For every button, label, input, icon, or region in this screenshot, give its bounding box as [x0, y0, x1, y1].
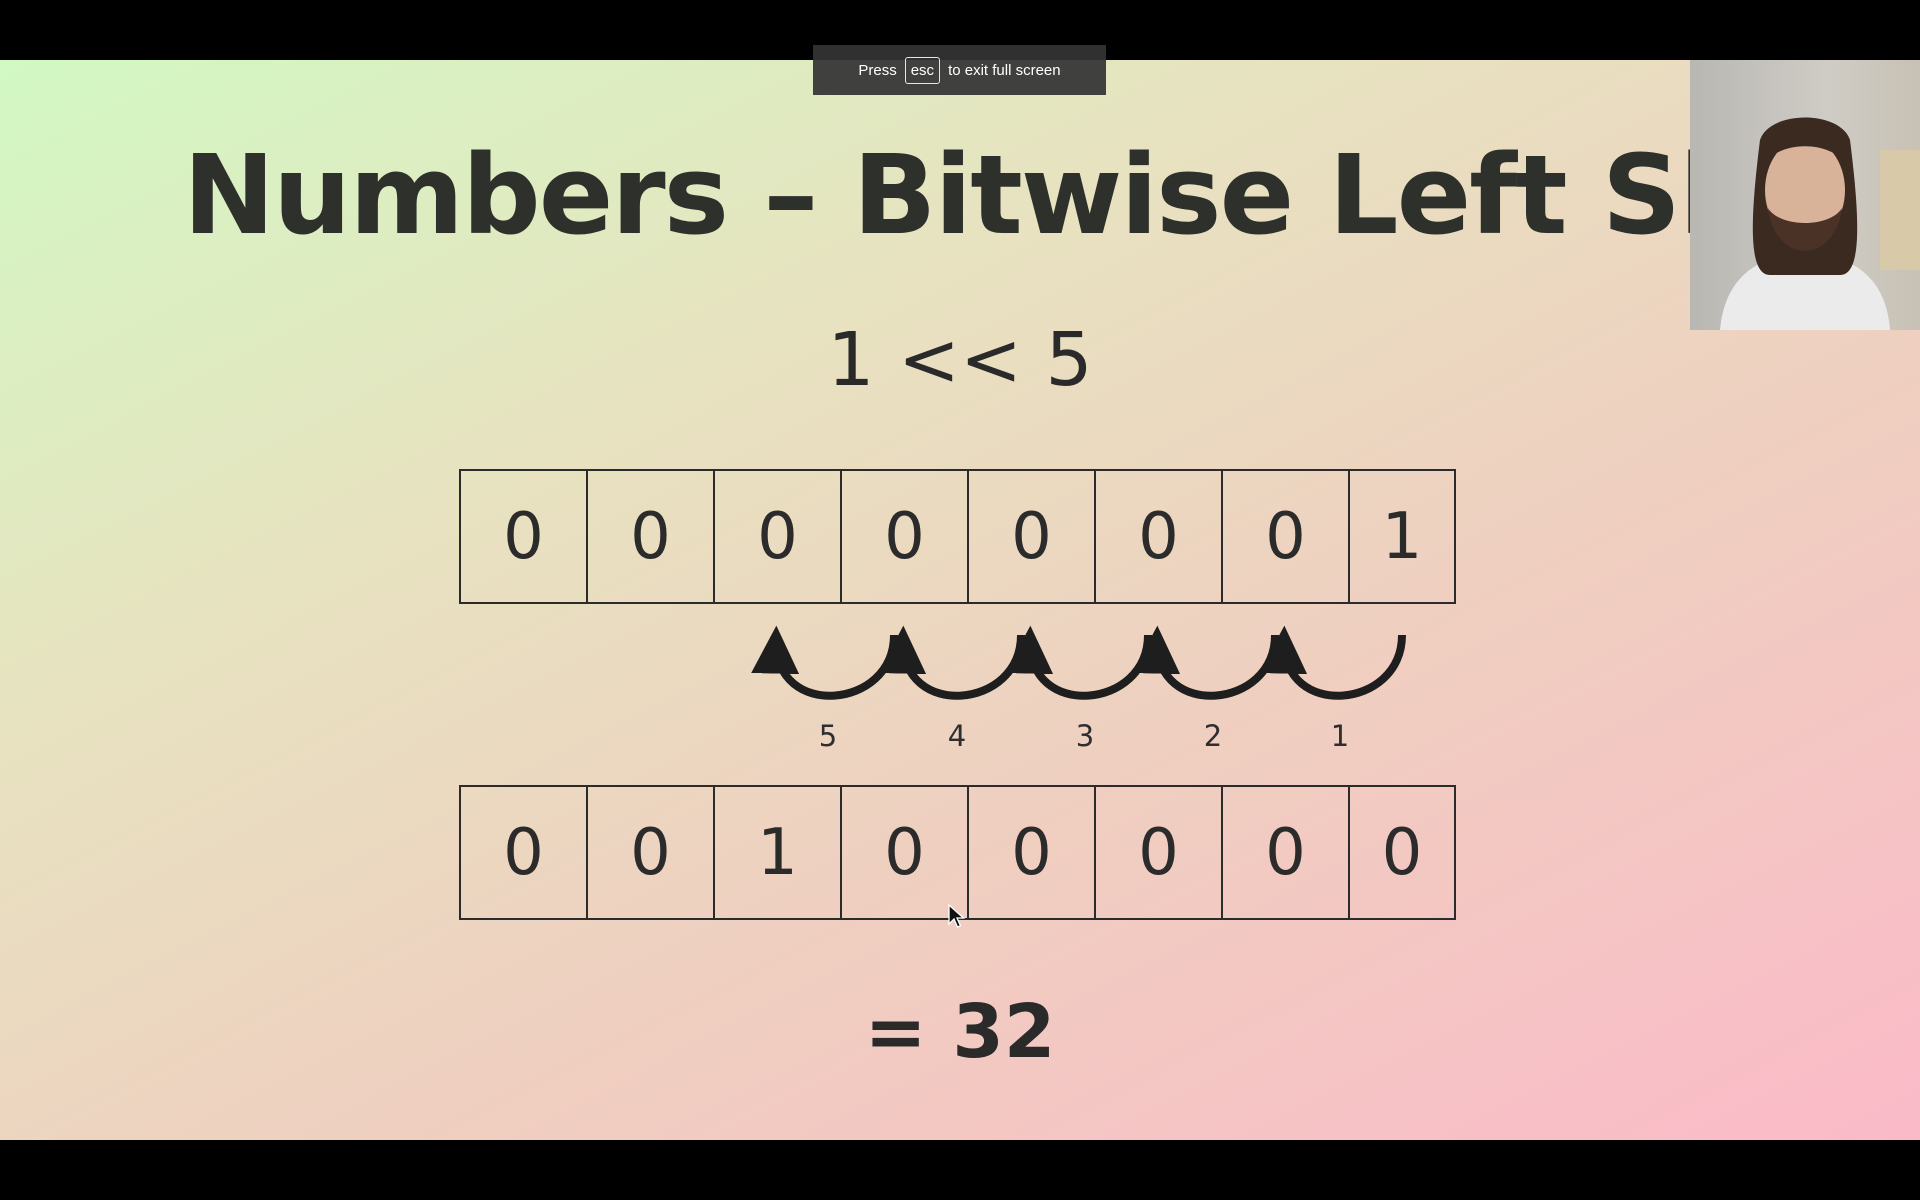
shift-expression: 1 << 5 [827, 317, 1093, 403]
shift-arrow [878, 625, 1025, 700]
mouse-pointer-icon [948, 904, 966, 928]
bit-cell: 1 [715, 787, 842, 918]
shift-arrow [1259, 625, 1406, 700]
bit-cell: 0 [969, 787, 1096, 918]
bit-cell: 0 [969, 471, 1096, 602]
bit-cell: 0 [461, 787, 588, 918]
notice-rest-text: to exit full screen [948, 61, 1061, 79]
fullscreen-exit-notice: Press esc to exit full screen [813, 45, 1106, 95]
bit-cell: 0 [1096, 787, 1223, 918]
slide-title: Numbers – Bitwise Left Shif [183, 131, 1839, 259]
shift-step-label: 4 [948, 719, 966, 753]
bit-cell: 0 [461, 471, 588, 602]
notice-press-text: Press [858, 61, 897, 79]
shift-step-label: 2 [1204, 719, 1222, 753]
presentation-slide: Numbers – Bitwise Left Shif 1 << 5 0 0 0… [0, 60, 1920, 1140]
shift-step-label: 1 [1331, 719, 1349, 753]
bit-cell: 0 [1223, 787, 1350, 918]
bit-cell: 0 [588, 787, 715, 918]
bit-cell: 1 [1381, 499, 1423, 574]
bit-cell: 0 [1223, 471, 1350, 602]
presenter-webcam [1690, 60, 1920, 330]
bit-cell: 0 [842, 471, 969, 602]
bit-cell: 0 [715, 471, 842, 602]
bit-cell: 0 [1381, 815, 1423, 890]
presenter-video-frame [1720, 117, 1920, 330]
bit-row-after: 0 0 1 0 0 0 0 0 [459, 785, 1456, 920]
shift-arrow [1132, 625, 1279, 700]
bit-cell: 0 [1096, 471, 1223, 602]
esc-key-hint[interactable]: esc [904, 56, 941, 84]
shift-step-label: 5 [819, 719, 837, 753]
bit-row-before: 0 0 0 0 0 0 0 1 [459, 469, 1456, 604]
bit-cell: 0 [842, 787, 969, 918]
result-value: = 32 [864, 989, 1056, 1075]
shift-arrow [751, 625, 898, 700]
bit-cell: 0 [588, 471, 715, 602]
shift-step-label: 3 [1076, 719, 1094, 753]
shift-arrow [1005, 625, 1152, 700]
